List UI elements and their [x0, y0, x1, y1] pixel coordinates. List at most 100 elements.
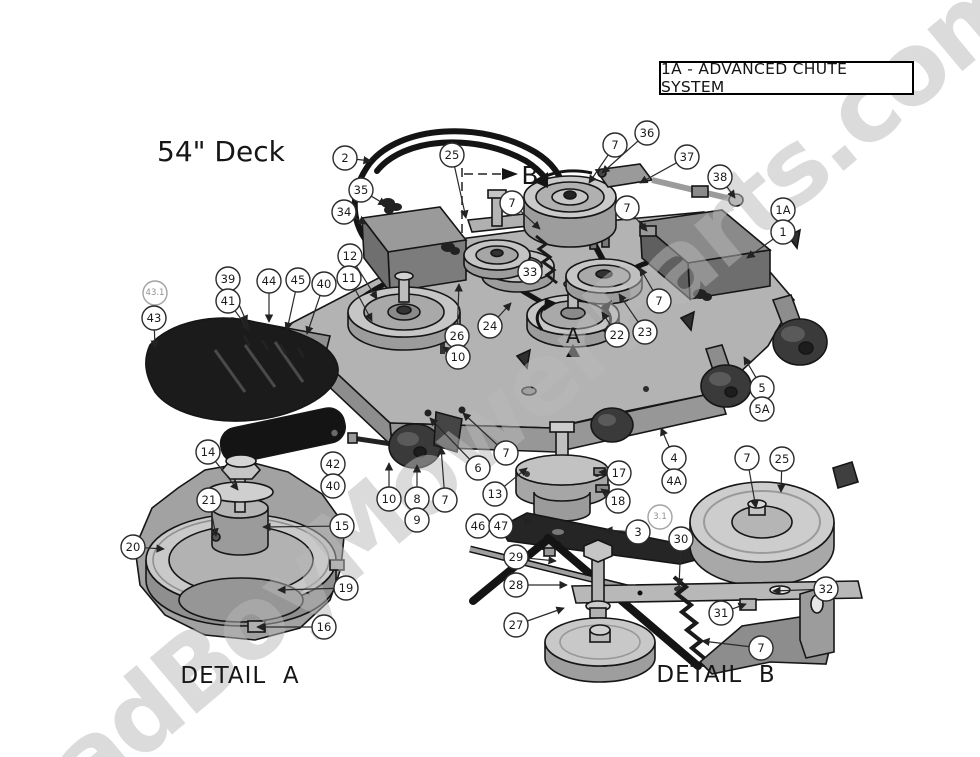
callout-balloon-9[interactable]: 9 — [404, 507, 430, 533]
leader-line-34 — [354, 216, 367, 225]
svg-text:43: 43 — [147, 311, 162, 325]
callout-balloon-41[interactable]: 41 — [215, 288, 241, 314]
callout-balloon-31[interactable]: 31 — [708, 600, 734, 626]
leader-line-36 — [601, 140, 639, 174]
callout-balloon-15[interactable]: 15 — [329, 513, 355, 539]
leader-line-7 — [462, 412, 498, 446]
callout-balloon-25[interactable]: 25 — [769, 446, 795, 472]
callout-balloon-46[interactable]: 46 — [465, 513, 491, 539]
callout-balloon-32[interactable]: 32 — [813, 576, 839, 602]
deck-size-label: 54" Deck — [157, 135, 285, 168]
leader-line-3 — [604, 526, 627, 535]
svg-text:4A: 4A — [666, 474, 681, 488]
callout-balloon-21[interactable]: 21 — [196, 487, 222, 513]
callout-balloon-4A[interactable]: 4A — [661, 468, 687, 494]
callout-balloon-7[interactable]: 7 — [432, 487, 458, 513]
rubber-deflector — [219, 407, 346, 464]
callout-balloon-7[interactable]: 7 — [748, 635, 774, 661]
callout-balloon-30[interactable]: 30 — [668, 526, 694, 552]
svg-text:10: 10 — [451, 350, 466, 364]
svg-text:36: 36 — [640, 126, 655, 140]
svg-text:11: 11 — [342, 271, 357, 285]
leader-line-24 — [497, 302, 512, 318]
callout-balloon-45[interactable]: 45 — [285, 267, 311, 293]
callout-balloon-2[interactable]: 2 — [332, 145, 358, 171]
callout-balloon-23[interactable]: 23 — [632, 319, 658, 345]
leader-line-6 — [429, 417, 471, 460]
diagram-artwork — [134, 128, 864, 683]
callout-balloon-10[interactable]: 10 — [376, 486, 402, 512]
detail-b-label: DETAIL B — [656, 662, 776, 688]
callout-balloon-7[interactable]: 7 — [493, 440, 519, 466]
callout-balloon-25[interactable]: 25 — [439, 142, 465, 168]
svg-text:31: 31 — [714, 606, 729, 620]
callout-balloon-37[interactable]: 37 — [674, 144, 700, 170]
callout-balloon-28[interactable]: 28 — [503, 572, 529, 598]
callout-balloon-47[interactable]: 47 — [488, 513, 514, 539]
callout-balloon-26[interactable]: 26 — [444, 323, 470, 349]
callout-balloon-33[interactable]: 33 — [517, 259, 543, 285]
svg-text:47: 47 — [494, 519, 509, 533]
callout-balloon-44[interactable]: 44 — [256, 268, 282, 294]
diagram-title-box: 1A - ADVANCED CHUTE SYSTEM — [659, 60, 914, 96]
svg-text:26: 26 — [450, 329, 465, 343]
leader-line-5 — [743, 356, 757, 378]
callout-balloon-1A[interactable]: 1A — [770, 197, 796, 223]
callout-balloon-18[interactable]: 18 — [605, 488, 631, 514]
svg-text:46: 46 — [471, 519, 486, 533]
section-marker-b: B — [521, 161, 538, 190]
callout-balloon-7[interactable]: 7 — [646, 288, 672, 314]
callout-balloon-19[interactable]: 19 — [333, 575, 359, 601]
callout-balloon-1[interactable]: 1 — [770, 219, 796, 245]
callout-balloon-3[interactable]: 3 — [625, 519, 651, 545]
callout-balloon-43[interactable]: 43 — [141, 305, 167, 331]
callout-balloon-35[interactable]: 35 — [348, 177, 374, 203]
callout-balloon-11[interactable]: 11 — [336, 265, 362, 291]
leader-line-19 — [277, 585, 335, 594]
callout-balloon-22[interactable]: 22 — [604, 322, 630, 348]
leader-line-4 — [660, 427, 670, 448]
callout-balloon-39[interactable]: 39 — [215, 266, 241, 292]
detail-a-assembly — [134, 454, 346, 641]
leader-line-26 — [454, 283, 463, 325]
svg-text:37: 37 — [680, 150, 695, 164]
callout-balloon-42[interactable]: 42 — [320, 451, 346, 477]
callout-balloon-3.1[interactable]: 3.1 — [647, 504, 673, 530]
svg-text:34: 34 — [337, 205, 352, 219]
leader-line-7 — [748, 469, 759, 509]
callout-balloon-34[interactable]: 34 — [331, 199, 357, 225]
callout-balloon-10[interactable]: 10 — [445, 344, 471, 370]
svg-text:33: 33 — [523, 265, 538, 279]
leader-line-7 — [639, 267, 654, 291]
callout-balloon-38[interactable]: 38 — [707, 164, 733, 190]
svg-text:29: 29 — [509, 550, 524, 564]
callout-balloon-27[interactable]: 27 — [503, 612, 529, 638]
callout-balloon-29[interactable]: 29 — [503, 544, 529, 570]
callout-balloon-16[interactable]: 16 — [311, 614, 337, 640]
callout-balloon-36[interactable]: 36 — [634, 120, 660, 146]
callout-balloon-24[interactable]: 24 — [477, 313, 503, 339]
callout-balloon-13[interactable]: 13 — [482, 481, 508, 507]
callout-balloon-4[interactable]: 4 — [661, 445, 687, 471]
svg-text:32: 32 — [819, 582, 834, 596]
svg-text:35: 35 — [354, 183, 369, 197]
svg-text:41: 41 — [221, 294, 236, 308]
callout-balloon-7[interactable]: 7 — [734, 445, 760, 471]
callout-balloon-40[interactable]: 40 — [311, 271, 337, 297]
callout-balloon-7[interactable]: 7 — [499, 190, 525, 216]
callout-balloon-5A[interactable]: 5A — [749, 396, 775, 422]
callout-balloon-12[interactable]: 12 — [337, 243, 363, 269]
callout-balloon-7[interactable]: 7 — [602, 132, 628, 158]
svg-text:43.1: 43.1 — [146, 288, 165, 298]
leader-line-31 — [732, 602, 747, 611]
callout-balloon-20[interactable]: 20 — [120, 534, 146, 560]
callout-balloon-40[interactable]: 40 — [320, 473, 346, 499]
callout-balloon-7[interactable]: 7 — [614, 195, 640, 221]
leader-line-32 — [772, 586, 815, 595]
svg-text:7: 7 — [502, 446, 509, 460]
callout-balloon-43.1[interactable]: 43.1 — [142, 280, 168, 306]
callout-balloon-17[interactable]: 17 — [606, 460, 632, 486]
callout-balloon-14[interactable]: 14 — [195, 439, 221, 465]
callout-balloon-6[interactable]: 6 — [465, 455, 491, 481]
